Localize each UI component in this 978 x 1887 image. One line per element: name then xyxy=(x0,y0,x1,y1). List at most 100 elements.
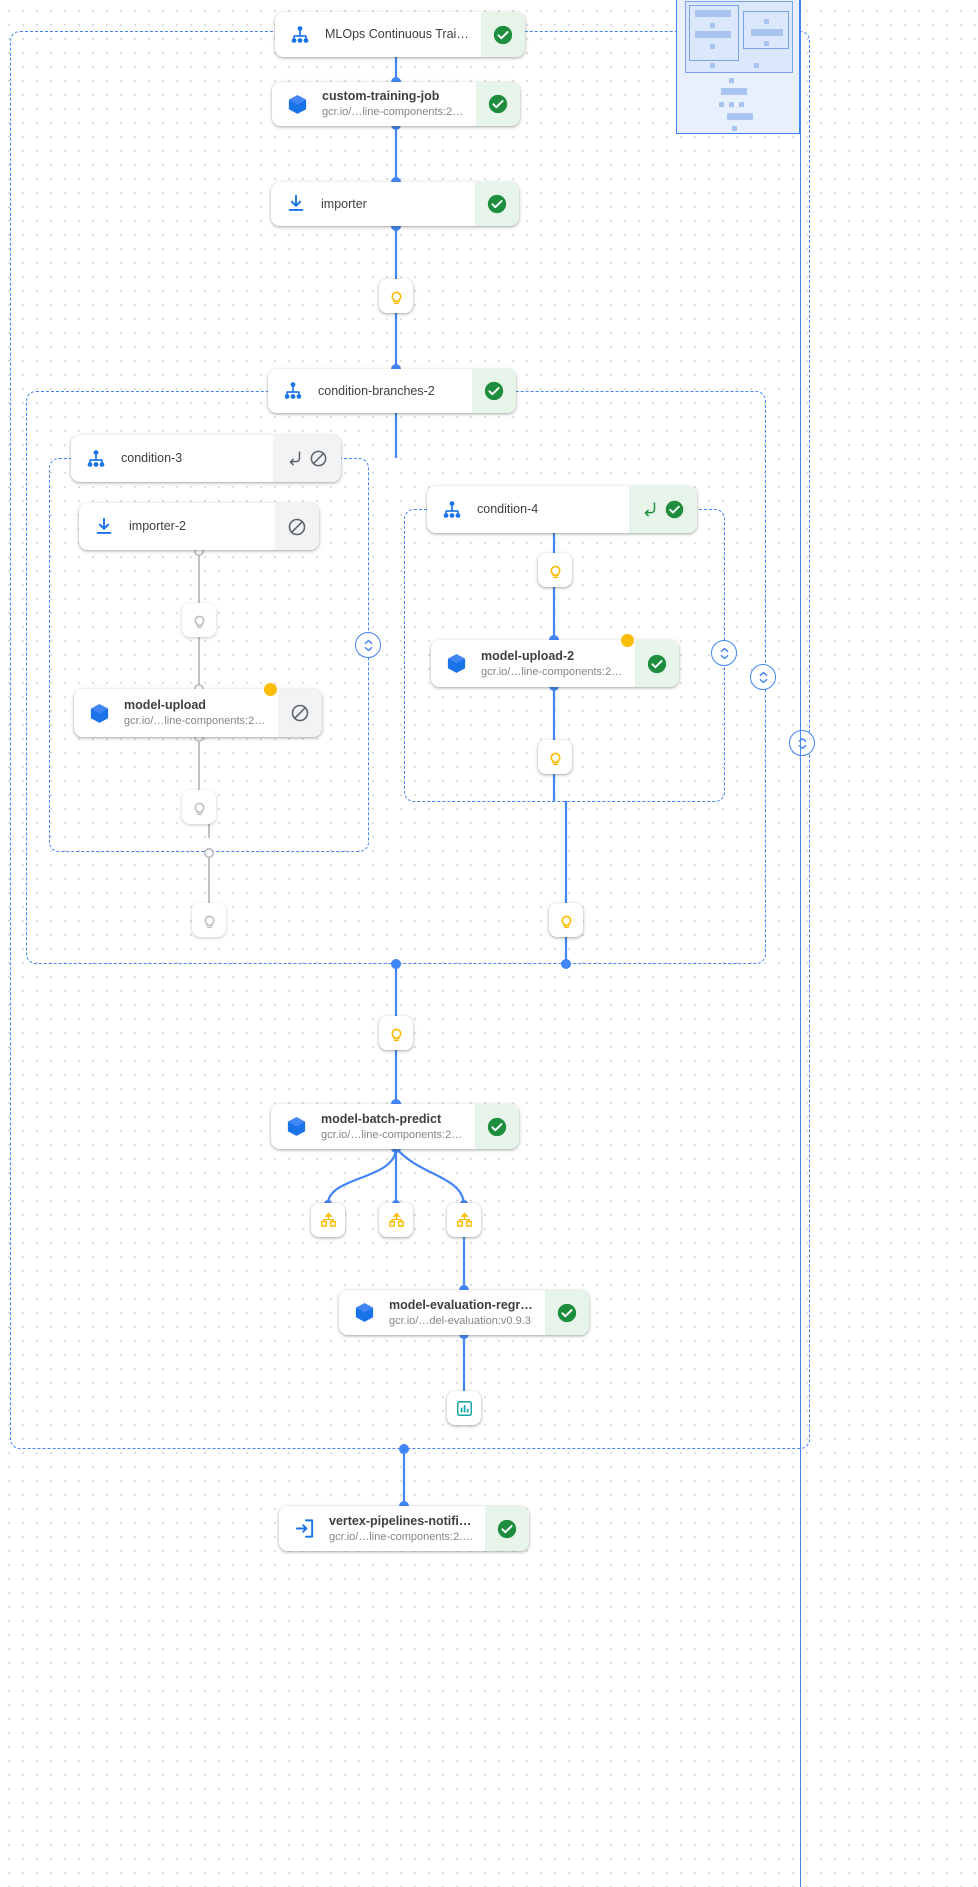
node-vertex-pipelines-notification[interactable]: vertex-pipelines-notificat… gcr.io/…line… xyxy=(279,1506,529,1551)
expand-collapse-icon xyxy=(720,647,728,659)
node-body[interactable]: condition-branches-2 xyxy=(268,369,472,413)
minimap-node xyxy=(729,102,734,107)
collapse-toggle-root[interactable] xyxy=(789,730,815,756)
node-body[interactable]: model-evaluation-regres… gcr.io/…del-eva… xyxy=(339,1290,545,1335)
check-circle-icon xyxy=(488,94,508,114)
node-body[interactable]: model-upload-2 gcr.io/…line-components:2… xyxy=(431,640,635,687)
status-badge-succeeded xyxy=(485,1506,529,1551)
check-circle-icon xyxy=(497,1519,517,1538)
node-labels: importer-2 xyxy=(129,519,265,534)
node-title: model-evaluation-regres… xyxy=(389,1297,535,1312)
artifact-chip-lightbulb[interactable] xyxy=(379,1016,413,1050)
node-labels: custom-training-job gcr.io/…line-compone… xyxy=(322,89,466,119)
node-body[interactable]: condition-3 xyxy=(71,435,273,482)
node-body[interactable]: condition-4 xyxy=(427,486,629,533)
node-title: condition-branches-2 xyxy=(318,383,435,398)
artifact-chip-metrics[interactable] xyxy=(447,1391,481,1425)
minimap-viewport-indicator[interactable] xyxy=(800,0,978,1887)
minimap-node xyxy=(729,78,734,83)
minimap-node xyxy=(727,113,753,120)
lightbulb-icon xyxy=(391,1028,401,1041)
dataset-icon xyxy=(456,1211,472,1227)
lightbulb-icon xyxy=(561,915,571,928)
node-subtitle: gcr.io/…line-components:2.6.0 xyxy=(481,665,625,678)
node-title: condition-4 xyxy=(477,502,539,516)
lightbulb-icon xyxy=(550,752,560,765)
node-labels: model-upload gcr.io/…line-components:2.6… xyxy=(124,698,268,728)
node-title: vertex-pipelines-notificat… xyxy=(329,1513,475,1528)
node-importer[interactable]: importer xyxy=(271,182,519,226)
node-labels: model-evaluation-regres… gcr.io/…del-eva… xyxy=(389,1298,535,1328)
lightbulb-icon xyxy=(550,565,560,578)
status-badge-succeeded xyxy=(629,486,697,533)
container-cube-icon xyxy=(284,91,310,117)
node-model-upload-2[interactable]: model-upload-2 gcr.io/…line-components:2… xyxy=(431,634,679,687)
node-body[interactable]: model-batch-predict gcr.io/…line-compone… xyxy=(271,1104,475,1149)
expand-collapse-icon xyxy=(364,639,372,651)
node-custom-training-job[interactable]: custom-training-job gcr.io/…line-compone… xyxy=(272,82,520,126)
dataset-icon xyxy=(388,1211,404,1227)
node-subtitle: gcr.io/…line-components:2.6.0 xyxy=(321,1128,465,1141)
status-badge-succeeded xyxy=(475,1104,519,1149)
warning-dot-badge xyxy=(621,634,634,647)
lightbulb-icon xyxy=(194,802,204,815)
node-condition-4[interactable]: condition-4 xyxy=(427,486,697,533)
minimap-node xyxy=(710,44,715,49)
minimap-node xyxy=(754,63,759,68)
status-badge-skipped xyxy=(278,689,322,737)
node-title: custom-training-job xyxy=(322,89,440,103)
artifact-chip-lightbulb[interactable] xyxy=(379,279,413,313)
node-body[interactable]: model-upload gcr.io/…line-components:2.6… xyxy=(74,689,278,737)
branch-arrow-icon xyxy=(289,451,301,466)
node-condition-3[interactable]: condition-3 xyxy=(71,435,341,482)
node-importer-2[interactable]: importer-2 xyxy=(79,503,319,550)
metrics-chart-icon xyxy=(456,1400,472,1416)
artifact-chip-dataset[interactable] xyxy=(379,1203,413,1237)
node-labels: model-batch-predict gcr.io/…line-compone… xyxy=(321,1112,465,1142)
artifact-chip-lightbulb[interactable] xyxy=(192,903,226,937)
status-badge-succeeded xyxy=(472,369,516,413)
exit-arrow-icon xyxy=(291,1516,317,1542)
minimap-node xyxy=(764,41,769,46)
node-labels: vertex-pipelines-notificat… gcr.io/…line… xyxy=(329,1514,475,1544)
status-badge-succeeded xyxy=(481,12,525,57)
import-download-icon xyxy=(91,514,117,540)
status-badge-skipped xyxy=(275,503,319,550)
node-condition-branches-2[interactable]: condition-branches-2 xyxy=(268,369,516,413)
artifact-chip-dataset[interactable] xyxy=(311,1203,345,1237)
node-body[interactable]: custom-training-job gcr.io/…line-compone… xyxy=(272,82,476,126)
artifact-chip-lightbulb[interactable] xyxy=(549,903,583,937)
pipeline-dag-icon xyxy=(280,378,306,404)
node-mlops-continuous-training[interactable]: MLOps Continuous Traini… xyxy=(275,12,525,57)
collapse-toggle-condition-4[interactable] xyxy=(711,640,737,666)
node-body[interactable]: MLOps Continuous Traini… xyxy=(275,12,481,57)
node-body[interactable]: vertex-pipelines-notificat… gcr.io/…line… xyxy=(279,1506,485,1551)
expand-collapse-icon xyxy=(759,671,767,683)
node-model-evaluation-regression[interactable]: model-evaluation-regres… gcr.io/…del-eva… xyxy=(339,1290,589,1335)
graph-minimap[interactable] xyxy=(676,0,800,134)
artifact-chip-lightbulb[interactable] xyxy=(182,603,216,637)
node-body[interactable]: importer xyxy=(271,182,475,226)
check-circle-icon xyxy=(493,25,513,44)
node-labels: condition-3 xyxy=(121,451,263,466)
node-model-batch-predict[interactable]: model-batch-predict gcr.io/…line-compone… xyxy=(271,1104,519,1149)
block-circle-icon xyxy=(288,518,306,535)
minimap-node xyxy=(710,23,715,28)
node-title: importer xyxy=(321,196,367,211)
node-model-upload[interactable]: model-upload gcr.io/…line-components:2.6… xyxy=(74,683,322,737)
node-body[interactable]: importer-2 xyxy=(79,503,275,550)
collapse-toggle-condition-3[interactable] xyxy=(355,632,381,658)
minimap-node xyxy=(710,63,715,68)
pipeline-dag-icon xyxy=(439,497,465,523)
block-circle-icon xyxy=(310,450,327,467)
artifact-chip-lightbulb[interactable] xyxy=(538,553,572,587)
collapse-toggle-condition-branches-2[interactable] xyxy=(750,664,776,690)
artifact-chip-lightbulb[interactable] xyxy=(538,740,572,774)
check-circle-icon xyxy=(665,500,684,519)
check-circle-icon xyxy=(647,654,667,673)
node-subtitle: gcr.io/…line-components:2.6.0 xyxy=(329,1530,475,1543)
artifact-chip-dataset[interactable] xyxy=(447,1203,481,1237)
node-title: condition-3 xyxy=(121,451,183,465)
artifact-chip-lightbulb[interactable] xyxy=(182,790,216,824)
